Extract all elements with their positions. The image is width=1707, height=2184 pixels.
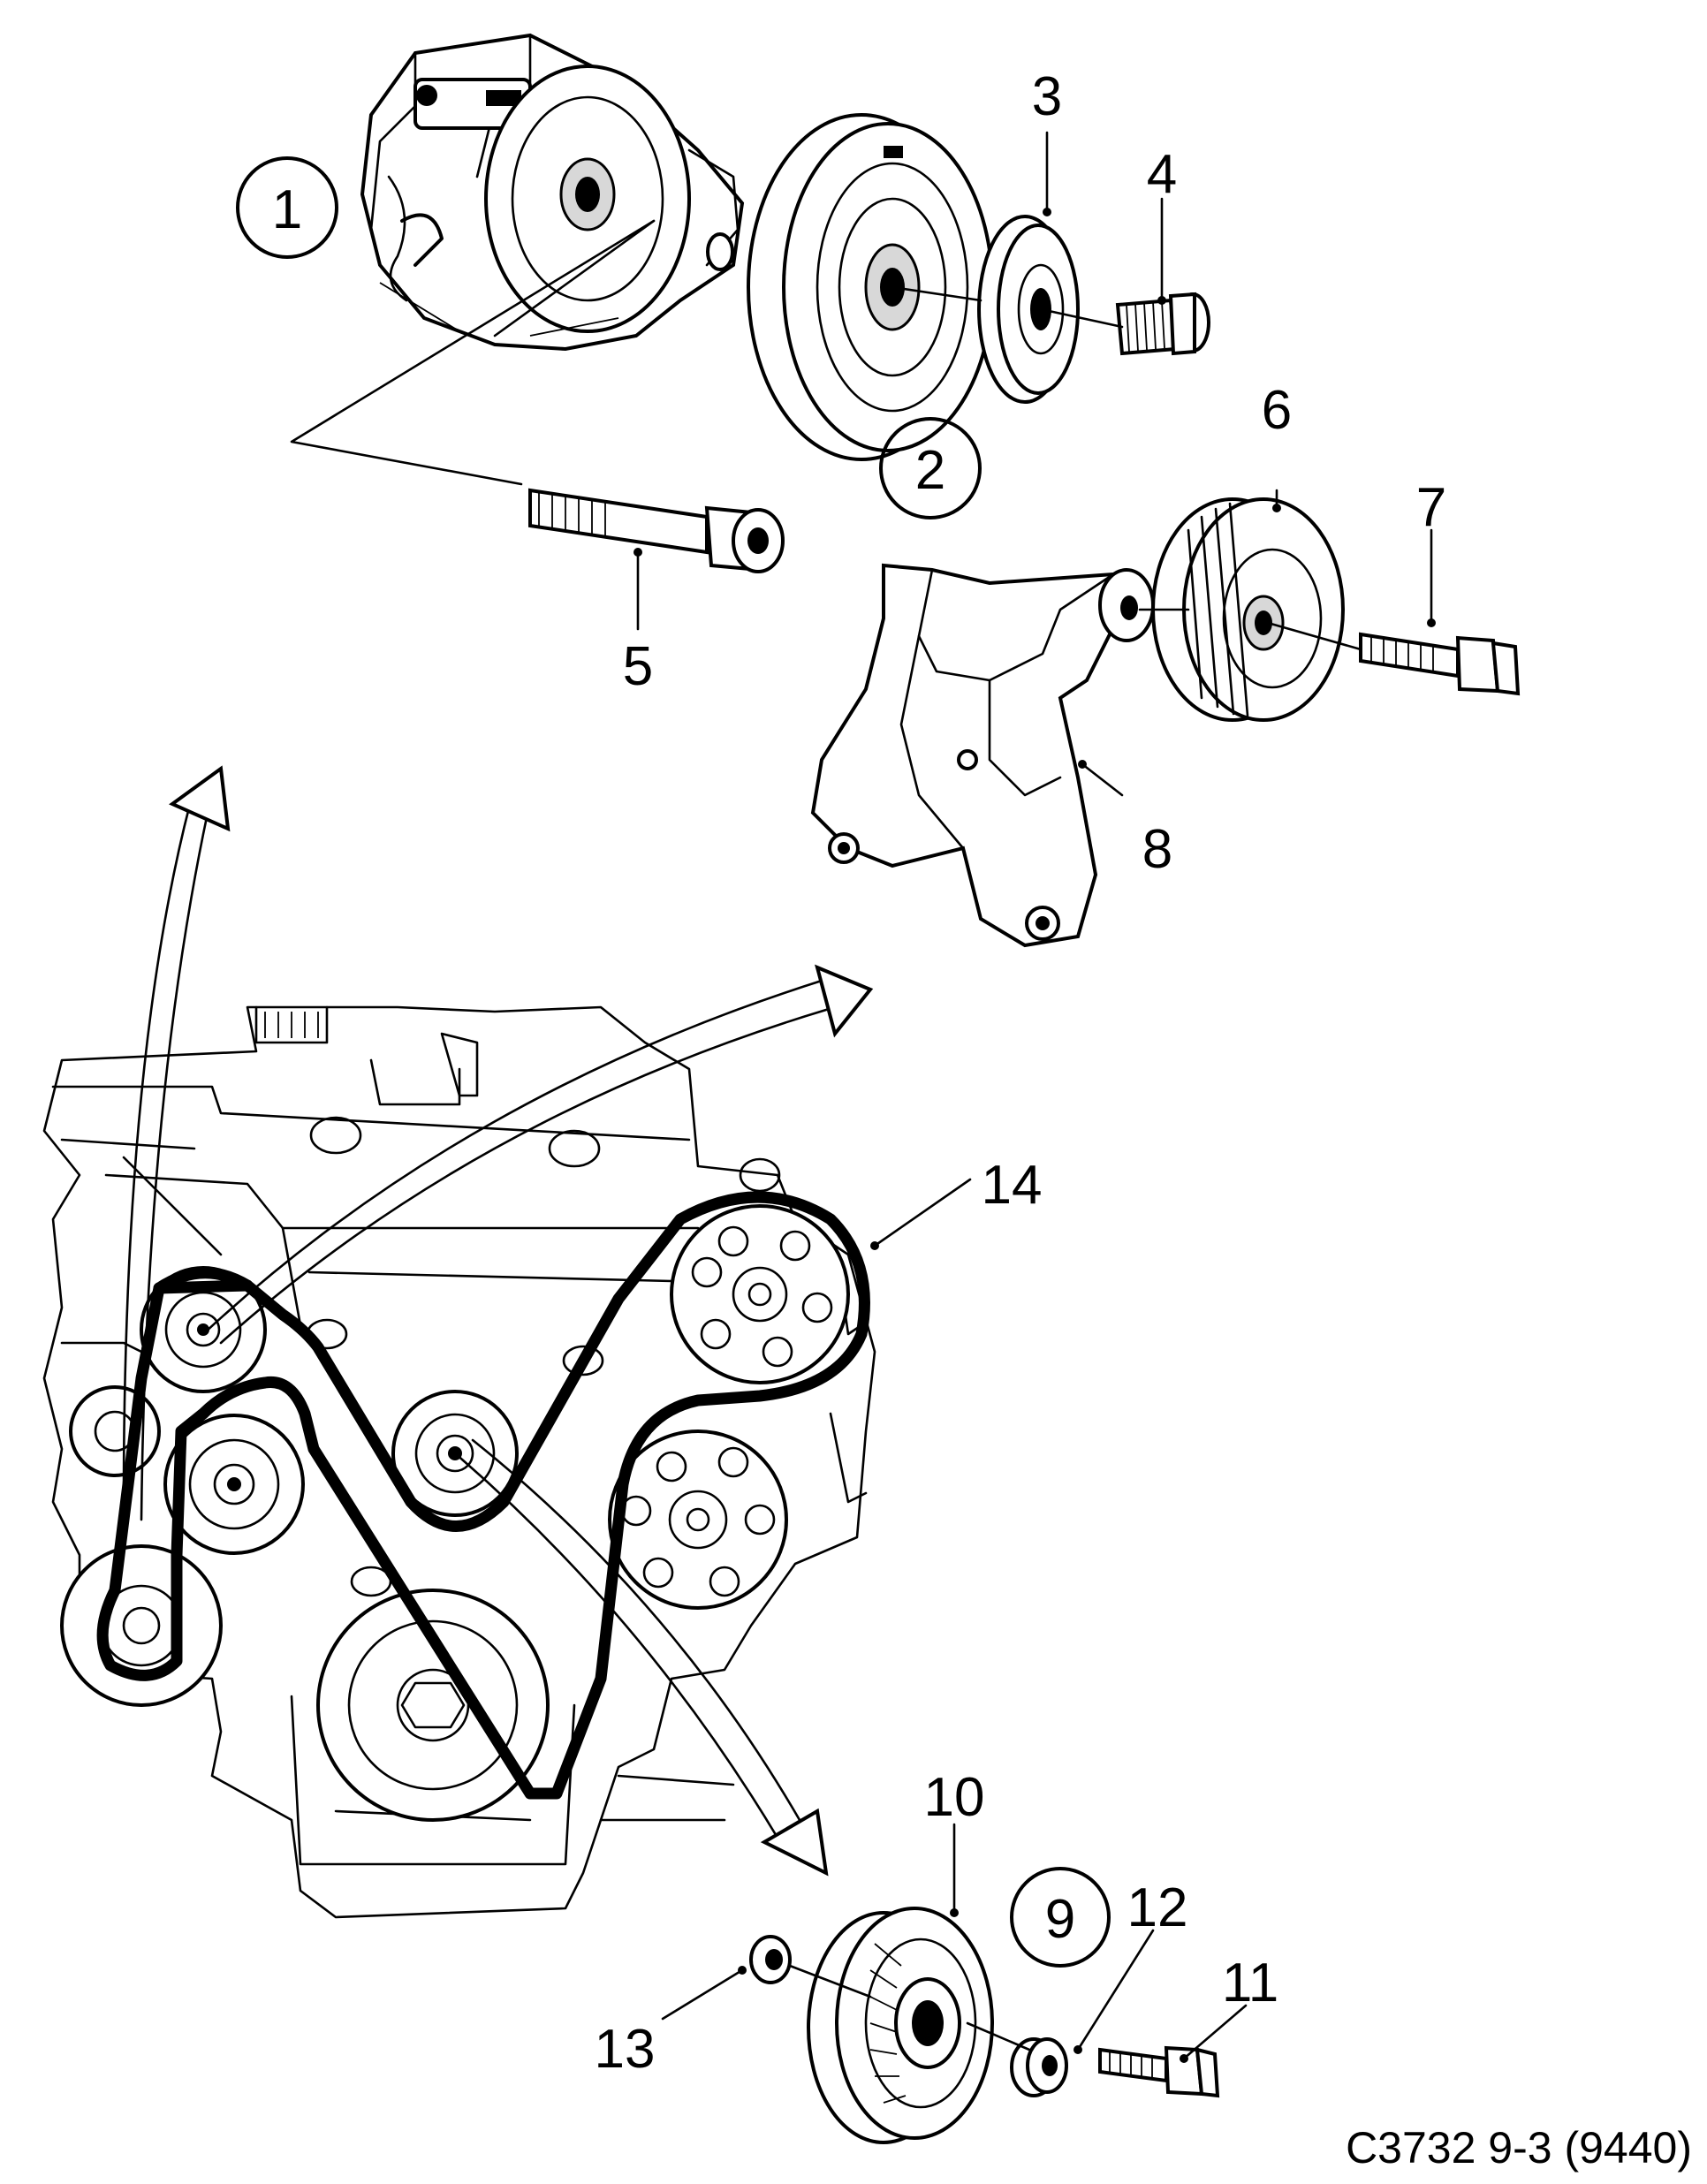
- callout-10-label: 10: [924, 1767, 985, 1828]
- callout-9-label: 9: [1045, 1889, 1075, 1950]
- lower-bolt: [1098, 2045, 1220, 2098]
- callout-4-label: 4: [1147, 144, 1177, 205]
- callout-1: 1: [236, 156, 338, 259]
- callout-3-label: 3: [1032, 66, 1062, 127]
- tensioner-housing: [360, 33, 745, 352]
- leader-lines: [290, 131, 1433, 2060]
- long-bolt: [528, 488, 785, 573]
- reference-code: C3732 9-3 (9440): [1346, 2123, 1692, 2173]
- callout-14-label: 14: [982, 1155, 1043, 1216]
- callout-2: 2: [879, 417, 982, 519]
- flow-arrows: [122, 765, 874, 1877]
- idler-pulley: [1151, 497, 1345, 722]
- callout-11-label: 11: [1222, 1953, 1278, 2013]
- tensioner-pulley: [747, 113, 994, 461]
- lower-idler-pulley: [807, 1907, 994, 2144]
- mounting-bracket: [810, 563, 1155, 948]
- serpentine-belt: [96, 1191, 870, 1800]
- lower-washer: [1010, 2037, 1068, 2097]
- callout-9: 9: [1010, 1867, 1111, 1968]
- callout-12-label: 12: [1127, 1877, 1188, 1938]
- callout-1-label: 1: [272, 179, 302, 240]
- callout-13-label: 13: [595, 2019, 656, 2080]
- callout-5-label: 5: [623, 636, 653, 697]
- callout-6-label: 6: [1262, 380, 1292, 441]
- engine-pulleys: [60, 1204, 850, 1822]
- pulley-cap: [977, 215, 1080, 404]
- callout-7-label: 7: [1416, 477, 1446, 538]
- flange-bolt: [1359, 632, 1521, 696]
- callout-2-label: 2: [915, 440, 945, 501]
- leader-dots: [633, 208, 1436, 2063]
- short-bolt: [1115, 292, 1210, 356]
- callout-8-label: 8: [1142, 819, 1172, 880]
- lower-spacer: [749, 1935, 792, 1984]
